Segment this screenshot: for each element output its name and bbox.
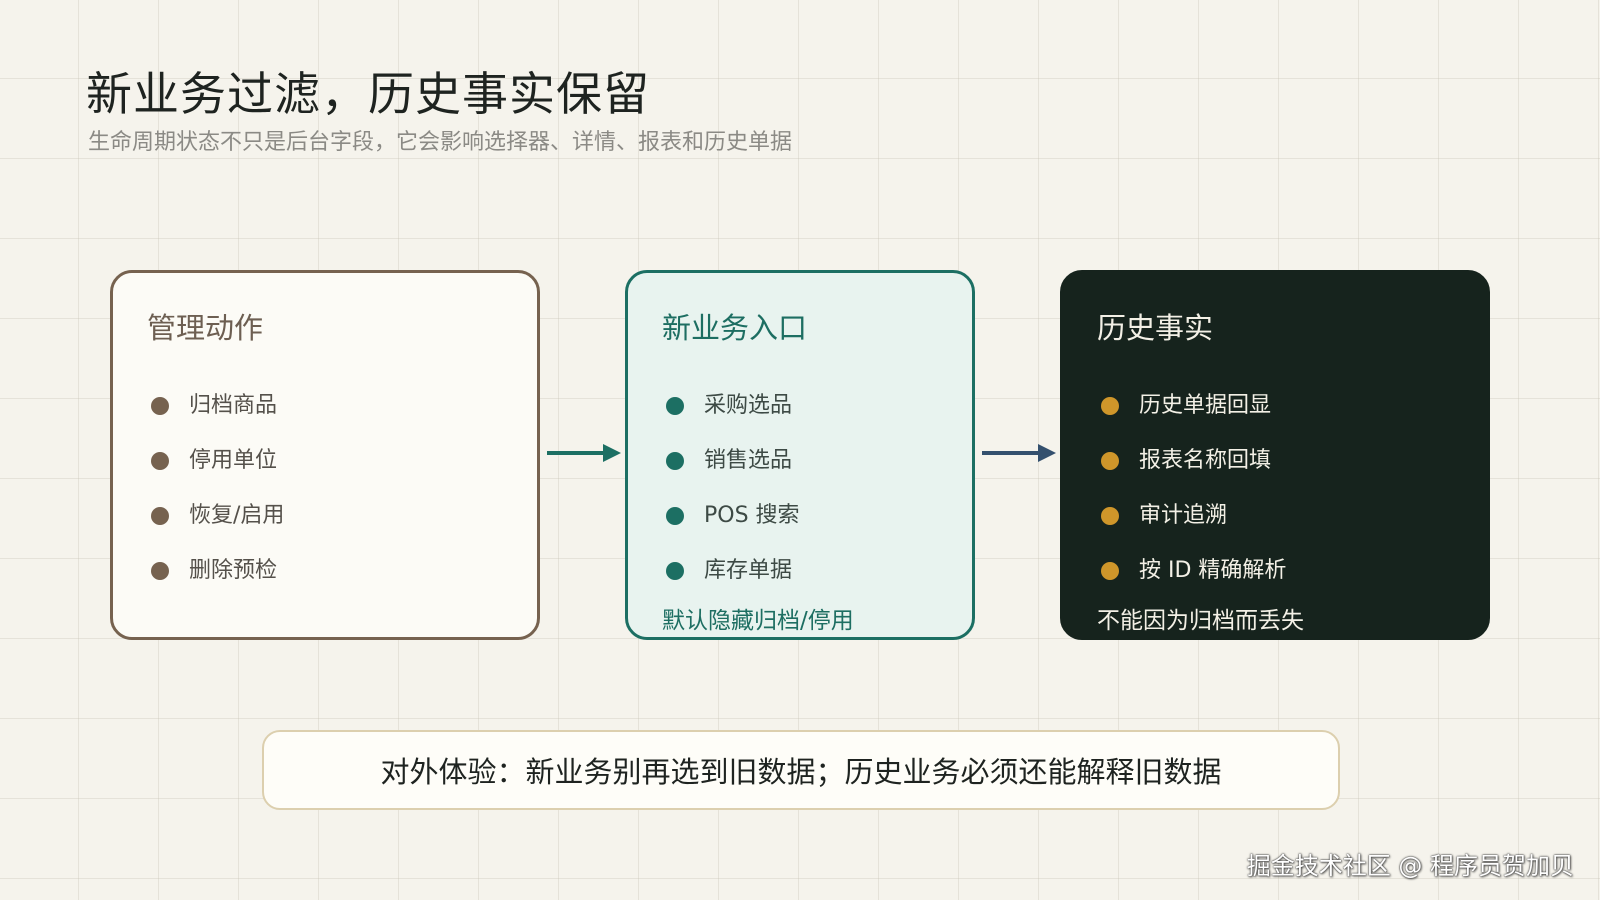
list-item: 库存单据 (662, 540, 938, 595)
list-item: 采购选品 (662, 375, 938, 430)
list-item-label: 库存单据 (704, 557, 793, 583)
summary-banner: 对外体验：新业务别再选到旧数据；历史业务必须还能解释旧数据 (262, 730, 1340, 810)
bullet-dot-icon (151, 506, 169, 525)
list-item: POS 搜索 (662, 485, 938, 540)
list-item-label: 按 ID 精确解析 (1139, 557, 1287, 583)
bullet-dot-icon (666, 506, 684, 525)
list-item: 销售选品 (662, 430, 938, 485)
list-item-label: 采购选品 (704, 392, 793, 418)
bullet-dot-icon (1101, 396, 1119, 415)
list-item-label: 历史单据回显 (1139, 392, 1272, 418)
list-item: 按 ID 精确解析 (1097, 540, 1453, 595)
card-title: 新业务入口 (662, 311, 808, 345)
list-item: 归档商品 (147, 375, 503, 430)
card-note: 不能因为归档而丢失 (1097, 608, 1304, 634)
list-item-label: 恢复/启用 (189, 502, 285, 528)
card-note: 默认隐藏归档/停用 (662, 608, 854, 634)
bullet-dot-icon (666, 561, 684, 580)
list-item-label: 销售选品 (704, 447, 793, 473)
list-item: 历史单据回显 (1097, 375, 1453, 430)
page-title: 新业务过滤，历史事实保留 (86, 67, 650, 121)
bullet-dot-icon (1101, 451, 1119, 470)
management-actions-card: 管理动作 归档商品 停用单位 恢复/启用 删除预检 (110, 270, 540, 640)
card-title: 管理动作 (147, 311, 264, 345)
list-item: 停用单位 (147, 430, 503, 485)
list-item-label: 报表名称回填 (1139, 447, 1272, 473)
bullet-dot-icon (151, 451, 169, 470)
list-item-label: 停用单位 (189, 447, 278, 473)
list-item: 报表名称回填 (1097, 430, 1453, 485)
list-item-label: 删除预检 (189, 557, 278, 583)
bullet-dot-icon (151, 396, 169, 415)
list-item-label: 归档商品 (189, 392, 278, 418)
bullet-dot-icon (1101, 561, 1119, 580)
list-item-label: 审计追溯 (1139, 502, 1228, 528)
list-item: 删除预检 (147, 540, 503, 595)
list-item: 审计追溯 (1097, 485, 1453, 540)
page-subtitle: 生命周期状态不只是后台字段，它会影响选择器、详情、报表和历史单据 (88, 130, 793, 155)
new-business-entry-card: 新业务入口 采购选品 销售选品 POS 搜索 库存单据 默认隐藏归档/停用 (625, 270, 975, 640)
card-title: 历史事实 (1097, 311, 1214, 345)
bullet-dot-icon (151, 561, 169, 580)
bullet-dot-icon (666, 396, 684, 415)
historical-facts-card: 历史事实 历史单据回显 报表名称回填 审计追溯 按 ID 精确解析 不能因为归档… (1060, 270, 1490, 640)
arrow-right-icon (547, 444, 621, 462)
bullet-dot-icon (1101, 506, 1119, 525)
list-item-label: POS 搜索 (704, 502, 800, 528)
arrow-right-icon (982, 444, 1056, 462)
watermark: 掘金技术社区 @ 程序员贺加贝 (1246, 852, 1574, 880)
list-item: 恢复/启用 (147, 485, 503, 540)
bullet-dot-icon (666, 451, 684, 470)
